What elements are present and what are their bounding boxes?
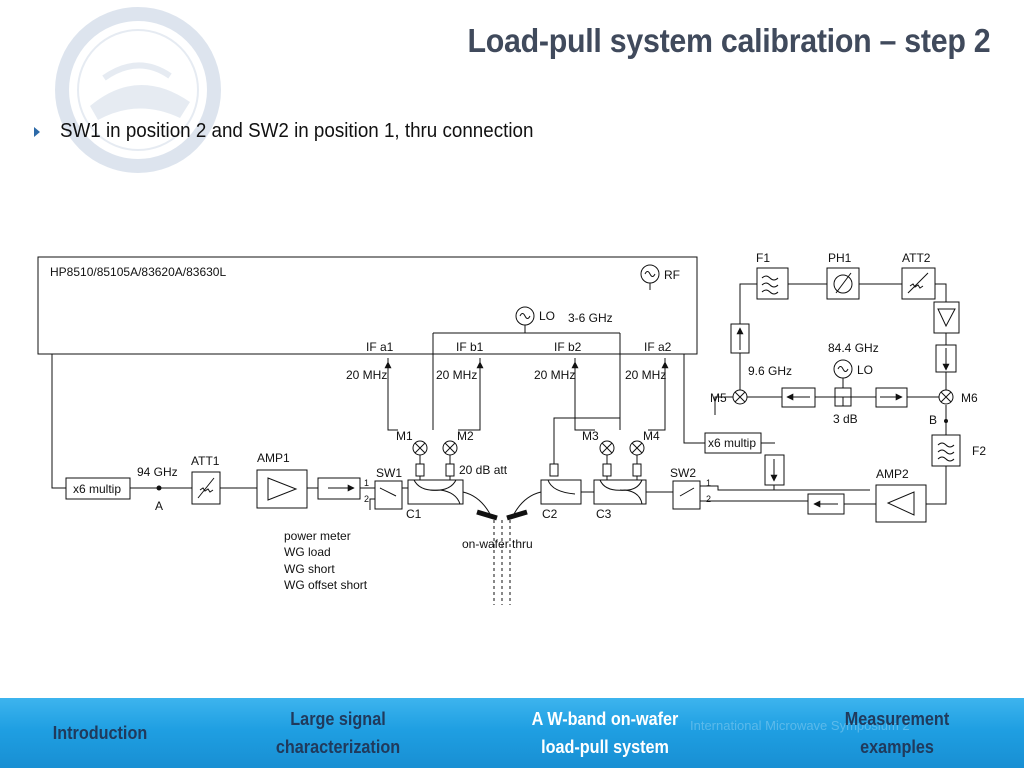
lo-oscillator-icon [515,306,535,326]
bullet-text: SW1 in position 2 and SW2 in position 1,… [60,120,534,142]
mixer-m1-icon [412,440,428,456]
m4-label: M4 [643,429,660,443]
freq-84ghz-label: 84.4 GHz [828,341,879,355]
nav-wband-line1: A W-band on-wafer [531,709,679,729]
m2-label: M2 [457,429,474,443]
nav-measurement-line1: Measurement [844,709,950,729]
mixer-m4-icon [629,440,645,456]
nav-measurement-line2: examples [860,737,934,757]
nav-wband-load-pull[interactable]: A W-band on-wafer load-pull system [511,698,700,768]
ims-logo-watermark [55,7,221,173]
att-20db-label: 20 dB att [459,463,508,477]
nav-large-signal-line1: Large signal [290,709,386,729]
nav-wband-line2: load-pull system [541,737,669,757]
f1-label: F1 [756,251,770,265]
sw1-port2-label: 2 [364,494,369,504]
amp2-label: AMP2 [876,467,909,481]
mixer-m3-icon [599,440,615,456]
att-3db-label: 3 dB [833,412,858,426]
mixer-m5-icon [732,389,748,405]
termination-power-meter: power meter [284,529,351,543]
if-b2-label: IF b2 [554,340,582,354]
att2-label: ATT2 [902,251,931,265]
lo2-label: LO [857,363,873,377]
x6-multip-left-label: x6 multip [73,482,121,496]
lo-freq-label: 3-6 GHz [568,311,613,325]
mixer-m6-icon [938,389,954,405]
point-a-dot [156,485,162,491]
bullet-arrow-icon [34,126,40,137]
if-freq-4-label: 20 MHz [625,368,666,382]
lo-label: LO [539,309,555,323]
sw2-port2-label: 2 [706,494,711,504]
m1-label: M1 [396,429,413,443]
if-freq-2-label: 20 MHz [436,368,477,382]
sw2-port1-label: 1 [706,478,711,488]
if-b1-label: IF b1 [456,340,484,354]
m6-label: M6 [961,391,978,405]
freq-94ghz-label: 94 GHz [137,465,178,479]
termination-wg-short: WG short [284,562,335,576]
m3-label: M3 [582,429,599,443]
if-freq-3-label: 20 MHz [534,368,575,382]
on-wafer-thru-label: on-wafer thru [462,537,533,551]
bullet-item: SW1 in position 2 and SW2 in position 1,… [34,120,564,143]
f2-label: F2 [972,444,986,458]
att1-label: ATT1 [191,454,220,468]
c1-label: C1 [406,507,422,521]
sw1-port1-label: 1 [364,478,369,488]
amp1-label: AMP1 [257,451,290,465]
slide-title: Load-pull system calibration – step 2 [467,22,990,59]
sw2-label: SW2 [670,466,696,480]
point-b-dot [944,419,948,423]
nav-large-signal[interactable]: Large signal characterization [257,698,419,768]
c2-label: C2 [542,507,558,521]
footer-watermark-icon: International Microwave Symposium 2014 T… [690,718,910,733]
nav-large-signal-line2: characterization [275,737,401,757]
sw1-label: SW1 [376,466,402,480]
termination-wg-offset-short: WG offset short [284,578,368,592]
ph1-label: PH1 [828,251,852,265]
rf-label: RF [664,268,680,282]
mixer-m2-icon [442,440,458,456]
lo-84ghz-oscillator-icon [833,359,853,379]
point-b-label: B [929,413,937,427]
nav-introduction[interactable]: Introduction [37,698,163,768]
vna-label: HP8510/85105A/83620A/83630L [50,265,226,279]
rf-oscillator-icon [640,264,660,284]
footer-nav-bar: International Microwave Symposium 2014 T… [0,698,1024,768]
nav-measurement-examples[interactable]: Measurement examples [821,698,974,768]
m5-label: M5 [710,391,727,405]
c3-label: C3 [596,507,612,521]
load-pull-block-diagram: HP8510/85105A/83620A/83630L RF LO 3-6 GH… [37,251,986,605]
footer-watermark-text: International Microwave Symposium 2014 T… [690,718,910,733]
nav-introduction-label: Introduction [52,723,148,743]
if-a1-label: IF a1 [366,340,394,354]
termination-wg-load: WG load [284,545,331,559]
if-freq-1-label: 20 MHz [346,368,387,382]
freq-96ghz-label: 9.6 GHz [748,364,792,378]
if-a2-label: IF a2 [644,340,672,354]
point-a-label: A [155,499,163,513]
x6-multip-right-label: x6 multip [708,436,756,450]
